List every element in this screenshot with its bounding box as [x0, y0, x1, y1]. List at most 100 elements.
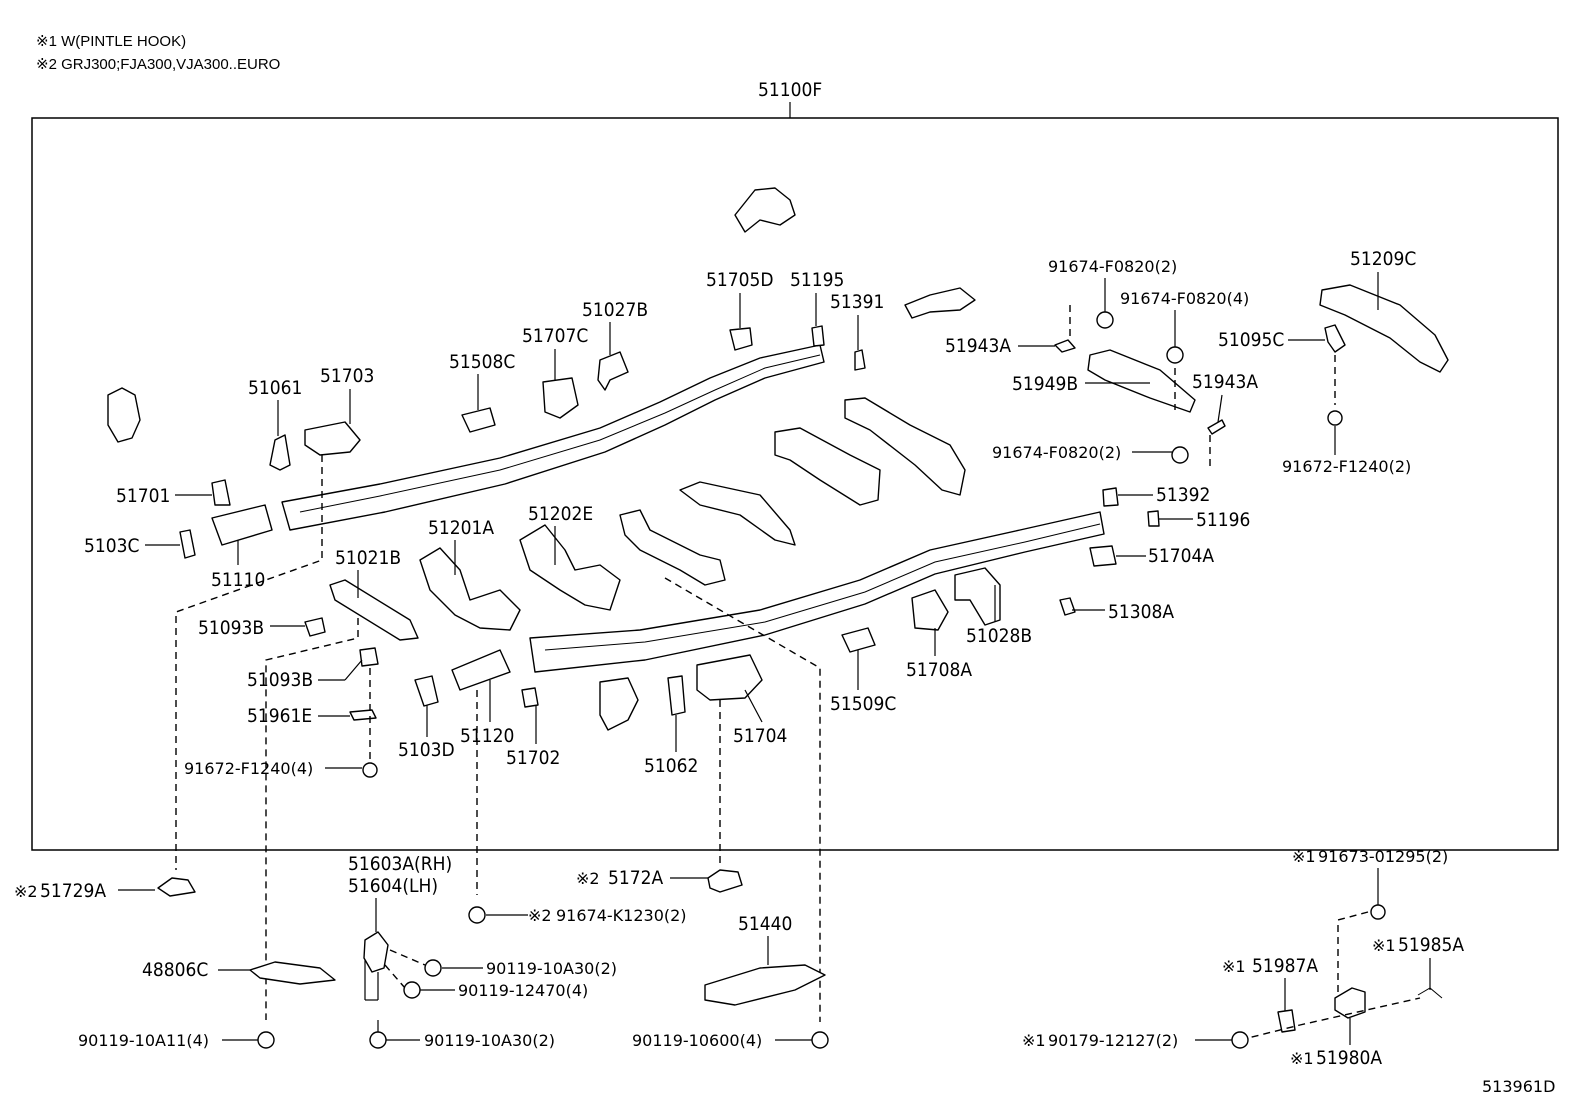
- label-51703[interactable]: 51703: [320, 365, 374, 387]
- frame-rail-lower[interactable]: [529, 511, 1105, 673]
- bracket-51120[interactable]: [451, 649, 511, 691]
- label-91672-f1240-4[interactable]: 91672-F1240(4): [184, 759, 313, 778]
- bracket-51392[interactable]: [1102, 487, 1119, 507]
- frame-rail-upper[interactable]: [281, 344, 825, 531]
- crossmember-rear-1[interactable]: [774, 427, 881, 506]
- part-51603A-51604[interactable]: [363, 931, 389, 973]
- label-51028B[interactable]: 51028B: [966, 625, 1032, 647]
- label-51987A[interactable]: 51987A: [1252, 955, 1318, 977]
- bracket-51062[interactable]: [667, 675, 686, 716]
- label-91674-k1230[interactable]: 91674-K1230(2): [556, 906, 687, 925]
- crossmember-rear-2[interactable]: [844, 397, 966, 496]
- label-5103C[interactable]: 5103C: [84, 535, 139, 557]
- bracket-5103C[interactable]: [179, 529, 196, 559]
- pin-51943A-2[interactable]: [1207, 419, 1226, 435]
- label-51943A-1[interactable]: 51943A: [945, 335, 1011, 357]
- label-51308A[interactable]: 51308A: [1108, 601, 1174, 623]
- bracket-51704A[interactable]: [1089, 545, 1117, 567]
- bolt-91673-01295[interactable]: [1370, 904, 1386, 920]
- bracket-51027B[interactable]: [597, 351, 629, 391]
- bracket-51705D[interactable]: [729, 327, 753, 351]
- nut-90179-12127[interactable]: [1231, 1031, 1249, 1049]
- bracket-51391[interactable]: [854, 349, 866, 371]
- bolt-91672-f1240-front[interactable]: [362, 762, 378, 778]
- bracket-51110[interactable]: [211, 504, 273, 546]
- bracket-51508C[interactable]: [461, 407, 496, 433]
- bracket-51195[interactable]: [811, 325, 825, 347]
- crossmember-51202E[interactable]: [519, 524, 621, 611]
- bracket-51196[interactable]: [1147, 510, 1160, 527]
- part-top-bracket[interactable]: [734, 187, 796, 233]
- label-91674-f0820-4[interactable]: 91674-F0820(4): [1120, 289, 1249, 308]
- bolt-90119-10a30-a[interactable]: [424, 959, 442, 977]
- label-51704[interactable]: 51704: [733, 725, 787, 747]
- part-51440[interactable]: [704, 964, 826, 1006]
- part-48806C[interactable]: [249, 961, 336, 985]
- bracket-51095C[interactable]: [1324, 324, 1346, 353]
- label-51603A[interactable]: 51603A(RH): [348, 853, 452, 875]
- bracket-51509C[interactable]: [841, 627, 876, 653]
- label-51093B-1[interactable]: 51093B: [198, 617, 264, 639]
- label-90119-10600[interactable]: 90119-10600(4): [632, 1031, 762, 1050]
- label-48806C[interactable]: 48806C: [142, 959, 208, 981]
- label-51961E[interactable]: 51961E: [247, 705, 312, 727]
- bolt-90119-10a30-b[interactable]: [369, 1031, 387, 1049]
- bracket-left-top[interactable]: [107, 387, 141, 443]
- bolt-91674-f0820-a[interactable]: [1096, 311, 1114, 329]
- label-51110[interactable]: 51110: [211, 569, 265, 591]
- bracket-51701[interactable]: [211, 479, 231, 506]
- bracket-51093B-a[interactable]: [304, 617, 326, 637]
- label-91673-01295[interactable]: 91673-01295(2): [1318, 847, 1448, 866]
- bolt-91672-f1240-rear[interactable]: [1327, 410, 1343, 426]
- bracket-51093B-b[interactable]: [359, 647, 379, 667]
- label-91674-f0820-2b[interactable]: 91674-F0820(2): [992, 443, 1121, 462]
- label-51509C[interactable]: 51509C: [830, 693, 896, 715]
- label-91672-f1240-2[interactable]: 91672-F1240(2): [1282, 457, 1411, 476]
- label-91674-f0820-2a[interactable]: 91674-F0820(2): [1048, 257, 1177, 276]
- label-5103D[interactable]: 5103D: [398, 739, 455, 761]
- label-51209C[interactable]: 51209C: [1350, 248, 1416, 270]
- label-51440[interactable]: 51440: [738, 913, 792, 935]
- bracket-51308A[interactable]: [1059, 597, 1076, 616]
- label-51508C[interactable]: 51508C: [449, 351, 515, 373]
- part-bracket-51391-top[interactable]: [904, 287, 976, 319]
- bracket-5103D[interactable]: [414, 675, 439, 707]
- crossmember-51201A[interactable]: [419, 547, 521, 631]
- label-51705D[interactable]: 51705D: [706, 269, 774, 291]
- crossmember-center[interactable]: [619, 509, 726, 586]
- label-51202E[interactable]: 51202E: [528, 503, 593, 525]
- bracket-lower-mid[interactable]: [599, 677, 639, 731]
- label-51062[interactable]: 51062: [644, 755, 698, 777]
- label-90119-10a30-b[interactable]: 90119-10A30(2): [424, 1031, 555, 1050]
- label-51095C[interactable]: 51095C: [1218, 329, 1284, 351]
- washer-51943A-1[interactable]: [1054, 339, 1076, 353]
- label-51949B[interactable]: 51949B: [1012, 373, 1078, 395]
- assembly-label[interactable]: 51100F: [758, 79, 822, 101]
- bolt-91674-f0820-b[interactable]: [1166, 346, 1184, 364]
- part-5172A[interactable]: [707, 869, 743, 893]
- label-51027B[interactable]: 51027B: [582, 299, 648, 321]
- label-51707C[interactable]: 51707C: [522, 325, 588, 347]
- label-5172A[interactable]: 5172A: [608, 867, 663, 889]
- label-51201A[interactable]: 51201A: [428, 517, 494, 539]
- bracket-51704[interactable]: [696, 654, 763, 701]
- bracket-51028B[interactable]: [954, 567, 1001, 626]
- label-90179-12127[interactable]: 90179-12127(2): [1048, 1031, 1178, 1050]
- bolt-90119-12470[interactable]: [403, 981, 421, 999]
- label-90119-12470[interactable]: 90119-12470(4): [458, 981, 588, 1000]
- part-51729A[interactable]: [157, 877, 196, 897]
- bracket-51708A[interactable]: [911, 589, 949, 631]
- bolt-91674-k1230[interactable]: [468, 906, 486, 924]
- label-51120[interactable]: 51120: [460, 725, 514, 747]
- label-51196[interactable]: 51196: [1196, 509, 1250, 531]
- washer-51961E[interactable]: [349, 709, 377, 721]
- rear-crossmember-51209C[interactable]: [1319, 284, 1449, 373]
- label-90119-10a30-a[interactable]: 90119-10A30(2): [486, 959, 617, 978]
- bolt-90119-10600[interactable]: [811, 1031, 829, 1049]
- label-51392[interactable]: 51392: [1156, 484, 1210, 506]
- label-90119-10a11[interactable]: 90119-10A11(4): [78, 1031, 209, 1050]
- label-51021B[interactable]: 51021B: [335, 547, 401, 569]
- label-51195[interactable]: 51195: [790, 269, 844, 291]
- label-51061[interactable]: 51061: [248, 377, 302, 399]
- label-51729A[interactable]: 51729A: [40, 880, 106, 902]
